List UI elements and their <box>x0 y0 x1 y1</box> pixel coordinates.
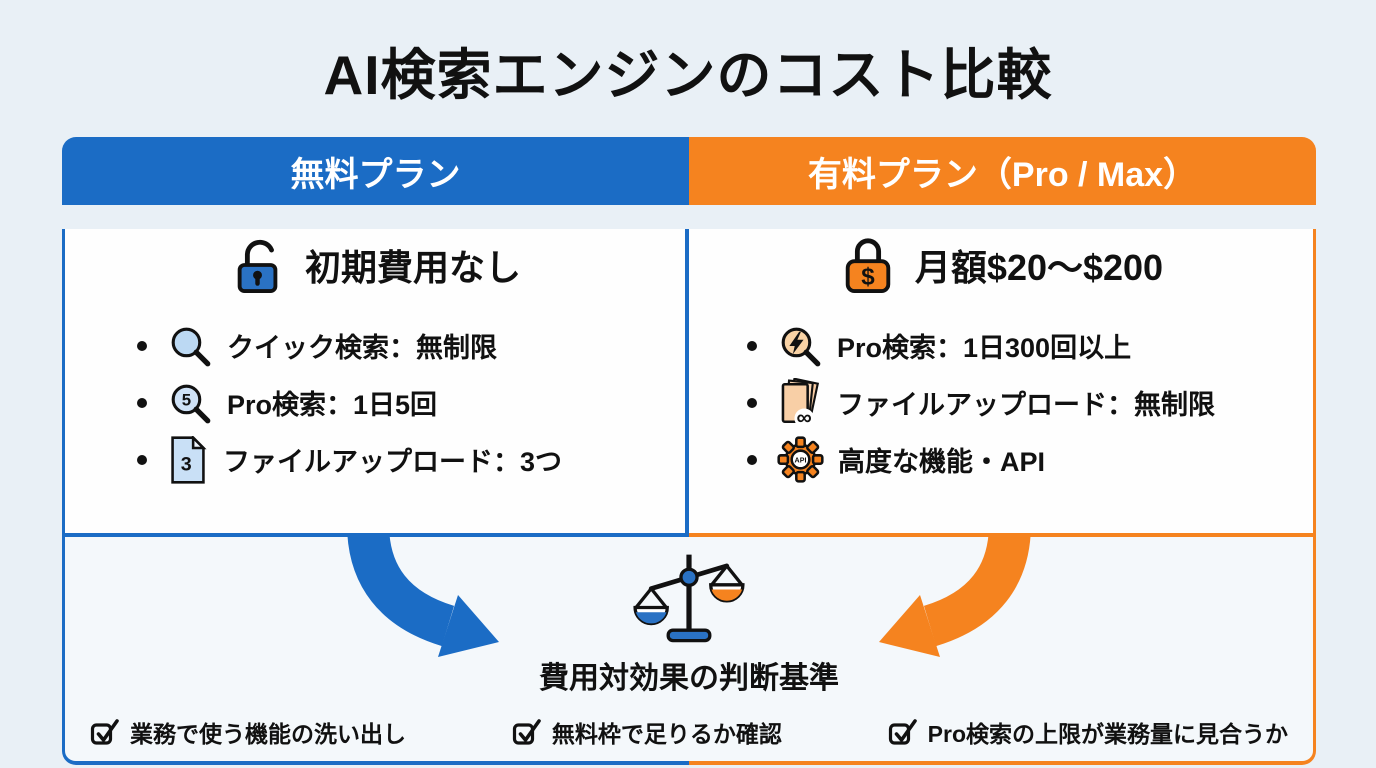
bullet-dot <box>747 397 757 408</box>
svg-text:∞: ∞ <box>797 405 812 428</box>
paid-plan-card: 有料プラン（Pro / Max） $ 月額$20〜$200 <box>689 137 1316 537</box>
search-icon <box>171 327 211 366</box>
paid-plan-highlight: $ 月額$20〜$200 <box>689 229 1313 301</box>
curved-arrow-orange-icon <box>879 534 1031 657</box>
page-title: AI検索エンジンのコスト比較 <box>323 44 1053 106</box>
bolt-search-icon <box>781 327 821 366</box>
free-plan-highlight: 初期費用なし <box>65 229 685 301</box>
files-infinity-icon: ∞ <box>781 377 820 428</box>
list-item: API 高度な機能・API <box>689 431 1313 488</box>
list-item: ∞ ファイルアップロード：無制限 <box>689 374 1313 431</box>
list-item-text: クイック検索：無制限 <box>227 333 497 363</box>
svg-text:API: API <box>795 456 807 464</box>
checklist-item: Pro検索の上限が業務量に見合うか <box>888 715 1288 749</box>
balance-scale-icon <box>633 554 745 643</box>
free-plan-body: 初期費用なし クイック検索：無制限 <box>62 229 689 537</box>
list-item: クイック検索：無制限 <box>65 317 685 374</box>
free-plan-card: 無料プラン 初期費用なし <box>62 137 689 537</box>
bullet-dot <box>137 397 147 408</box>
list-item-text: ファイルアップロード：3つ <box>223 447 563 477</box>
bullet-dot <box>137 454 147 465</box>
paid-plan-header: 有料プラン（Pro / Max） <box>689 137 1316 205</box>
dollar-lock-icon: $ <box>845 238 891 294</box>
svg-text:5: 5 <box>182 390 191 409</box>
unlock-icon <box>237 239 278 294</box>
curved-arrow-blue-icon <box>347 534 499 657</box>
list-item-text: Pro検索：1日5回 <box>227 390 438 420</box>
list-item: 3 ファイルアップロード：3つ <box>65 431 685 488</box>
list-item-text: 高度な機能・API <box>838 447 1046 477</box>
svg-text:3: 3 <box>181 453 192 475</box>
comparison-table: 無料プラン 初期費用なし <box>62 137 1316 765</box>
list-item-text: ファイルアップロード：無制限 <box>837 390 1215 420</box>
list-item: Pro検索：1日300回以上 <box>689 317 1313 374</box>
bullet-dot <box>747 454 757 465</box>
list-item-text: Pro検索：1日300回以上 <box>837 333 1132 363</box>
paid-plan-list: Pro検索：1日300回以上 ∞ ファイルアップロード：無制限 <box>689 317 1313 488</box>
search-5-icon: 5 <box>171 384 211 423</box>
checkbox-checked-icon <box>888 719 917 745</box>
free-plan-header: 無料プラン <box>62 137 689 205</box>
checkbox-checked-icon <box>90 719 119 745</box>
checklist-item-text: Pro検索の上限が業務量に見合うか <box>927 721 1288 747</box>
free-plan-list: クイック検索：無制限 5 Pro検索：1日5回 <box>65 317 685 488</box>
svg-text:$: $ <box>861 263 875 290</box>
checklist-item: 無料枠で足りるか確認 <box>512 715 782 749</box>
checkbox-checked-icon <box>512 719 541 745</box>
decision-panel: 費用対効果の判断基準 業務で使う機能の洗い出し 無料枠で足りるか確認 <box>62 534 1316 765</box>
paid-plan-highlight-text: 月額$20〜$200 <box>914 247 1164 288</box>
bullet-dot <box>747 340 757 351</box>
decision-checklist: 業務で使う機能の洗い出し 無料枠で足りるか確認 Pro検索の上限が業務量に見合う… <box>62 715 1316 749</box>
free-plan-highlight-text: 初期費用なし <box>304 247 521 288</box>
checklist-item-text: 業務で使う機能の洗い出し <box>130 721 406 747</box>
checklist-item-text: 無料枠で足りるか確認 <box>551 721 782 747</box>
bullet-dot <box>137 340 147 351</box>
paid-plan-body: $ 月額$20〜$200 Pro検索：1日300回以上 <box>689 229 1316 537</box>
list-item: 5 Pro検索：1日5回 <box>65 374 685 431</box>
file-3-icon: 3 <box>171 435 207 484</box>
checklist-item: 業務で使う機能の洗い出し <box>90 715 406 749</box>
decision-heading: 費用対効果の判断基準 <box>539 662 839 695</box>
gear-api-icon: API <box>777 436 824 483</box>
